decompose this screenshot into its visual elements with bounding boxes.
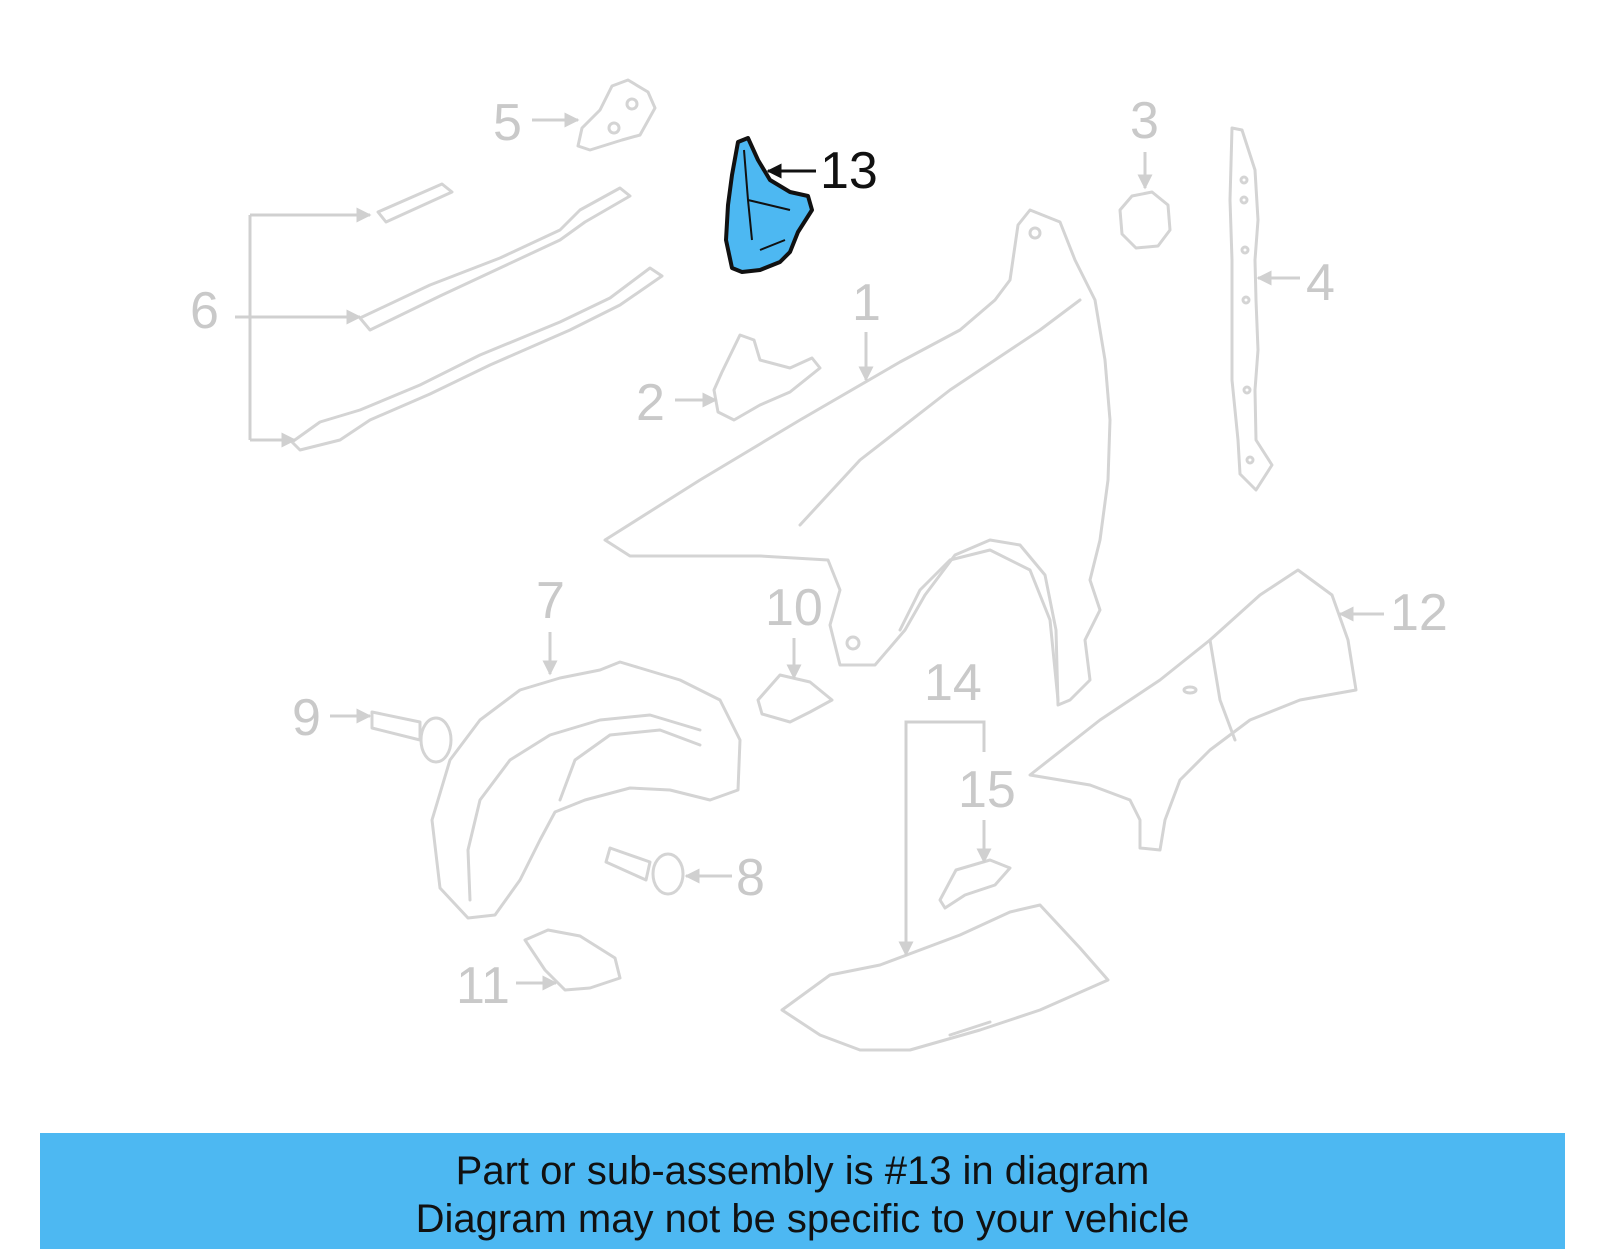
- callout-3: 3: [1130, 92, 1159, 190]
- callout-9-label: 9: [292, 689, 321, 747]
- part-14-cover[interactable]: [780, 903, 1110, 1052]
- callout-2-label: 2: [636, 374, 665, 432]
- part-2-bracket[interactable]: [712, 333, 822, 422]
- part-15-clip[interactable]: [938, 858, 1012, 910]
- callout-4-label: 4: [1306, 254, 1335, 312]
- callout-4: 4: [1256, 254, 1335, 312]
- callout-14: 14: [898, 654, 986, 957]
- callout-6: 6: [190, 207, 372, 448]
- part-12-panel[interactable]: [1028, 568, 1358, 852]
- part-5-bracket[interactable]: [576, 78, 657, 152]
- part-10-clip[interactable]: [756, 673, 834, 724]
- callout-13-label: 13: [820, 142, 878, 200]
- part-6-strips[interactable]: [290, 182, 664, 452]
- part-11-duct[interactable]: [523, 928, 622, 992]
- callout-10: 10: [765, 579, 823, 680]
- callout-7: 7: [536, 572, 565, 676]
- callout-14-label: 14: [924, 654, 982, 712]
- callout-12-label: 12: [1390, 584, 1448, 642]
- callout-3-label: 3: [1130, 92, 1159, 150]
- callout-10-label: 10: [765, 579, 823, 637]
- callout-6-label: 6: [190, 282, 219, 340]
- callout-8: 8: [684, 849, 765, 907]
- callout-12: 12: [1338, 584, 1448, 642]
- callout-1-label: 1: [852, 274, 881, 332]
- callout-13: 13: [766, 142, 878, 200]
- callout-2: 2: [636, 374, 718, 432]
- callout-1: 1: [852, 274, 881, 382]
- part-7-liner[interactable]: [430, 660, 742, 920]
- callout-5-label: 5: [493, 94, 522, 152]
- callout-8-label: 8: [736, 849, 765, 907]
- banner-line-1: Part or sub-assembly is #13 in diagram: [455, 1149, 1150, 1193]
- info-banner: Part or sub-assembly is #13 in diagram D…: [40, 1133, 1565, 1249]
- part-1-fender[interactable]: [603, 208, 1112, 707]
- callout-7-label: 7: [536, 572, 565, 630]
- callout-14-bracket: [904, 720, 986, 950]
- callout-5: 5: [493, 94, 580, 152]
- callout-11: 11: [456, 957, 558, 1015]
- callout-15-label: 15: [958, 761, 1016, 819]
- callout-9: 9: [292, 689, 372, 747]
- part-13-highlighted[interactable]: [724, 136, 814, 274]
- callout-15: 15: [958, 761, 1016, 864]
- callout-11-label: 11: [456, 957, 510, 1015]
- part-8-screw[interactable]: [604, 846, 685, 896]
- part-9-screw[interactable]: [370, 710, 453, 764]
- part-3-plug[interactable]: [1118, 190, 1172, 250]
- part-4-strip[interactable]: [1228, 126, 1274, 492]
- banner-line-2: Diagram may not be specific to your vehi…: [415, 1197, 1190, 1241]
